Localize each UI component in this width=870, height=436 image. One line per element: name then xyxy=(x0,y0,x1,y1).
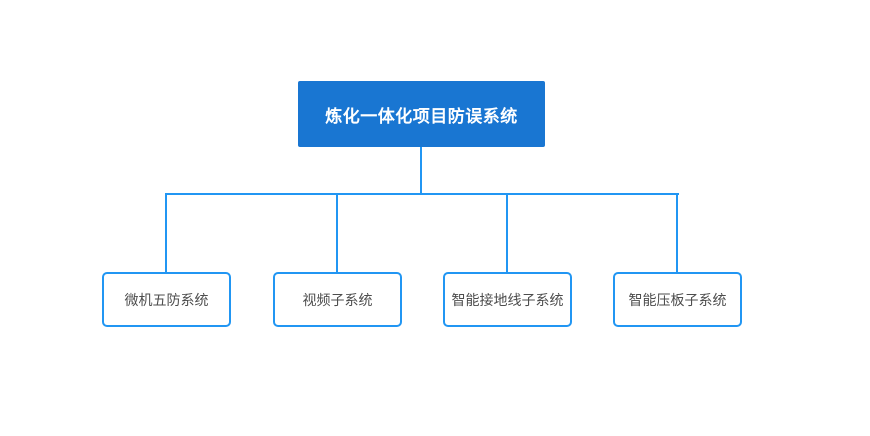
child-node-label: 视频子系统 xyxy=(302,291,373,308)
connector-drop-child-2 xyxy=(336,193,338,272)
connector-root-stem xyxy=(420,147,422,194)
connector-drop-child-3 xyxy=(506,193,508,272)
child-node-label: 智能压板子系统 xyxy=(628,291,727,308)
child-node-label: 微机五防系统 xyxy=(124,291,209,308)
diagram-child-node-video[interactable]: 视频子系统 xyxy=(273,272,402,327)
connector-horizontal-bus xyxy=(165,193,679,195)
diagram-child-node-pressplate[interactable]: 智能压板子系统 xyxy=(613,272,742,327)
diagram-child-node-grounding[interactable]: 智能接地线子系统 xyxy=(443,272,572,327)
child-node-label: 智能接地线子系统 xyxy=(451,291,564,308)
diagram-root-node[interactable]: 炼化一体化项目防误系统 xyxy=(298,81,545,147)
root-node-label: 炼化一体化项目防误系统 xyxy=(325,106,518,126)
connector-drop-child-4 xyxy=(676,193,678,272)
diagram-child-node-wjwf[interactable]: 微机五防系统 xyxy=(102,272,231,327)
connector-drop-child-1 xyxy=(165,193,167,272)
